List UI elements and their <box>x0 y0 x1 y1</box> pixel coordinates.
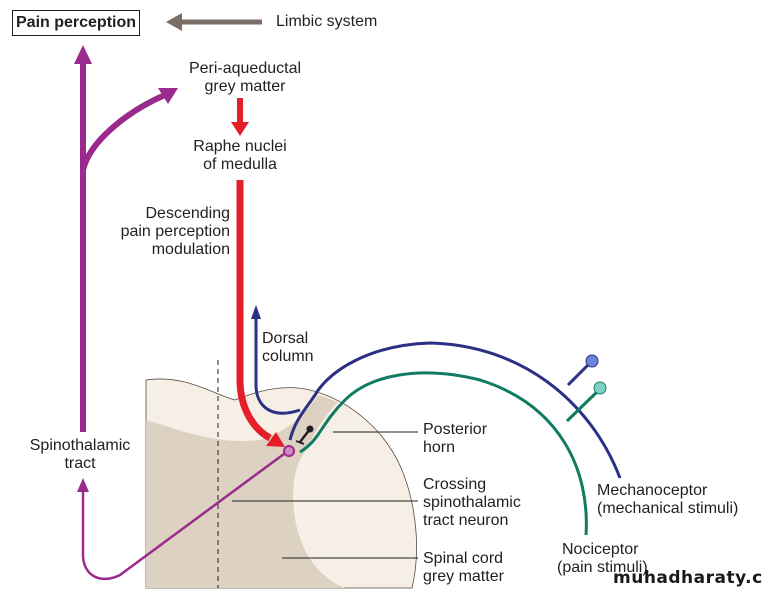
spinothalamic-main-arrowhead <box>74 45 92 64</box>
label-grey-matter-1: Spinal cord <box>423 550 504 567</box>
label-crossing-2: spinothalamic <box>423 494 521 511</box>
nociceptor-fiber <box>299 371 588 536</box>
mechanoceptor-fiber <box>288 341 622 479</box>
label-spinothalamic-1: Spinothalamic <box>29 437 131 454</box>
label-raphe-2: of medulla <box>203 156 277 173</box>
label-spinothalamic-2: tract <box>64 455 96 472</box>
mechanoceptor-ending <box>585 354 599 368</box>
label-mechanoceptor-1: Mechanoceptor <box>597 482 708 499</box>
label-peri-aqueductal-2: grey matter <box>204 78 286 95</box>
mechanoceptor-branch <box>566 360 593 387</box>
nociceptor-branch <box>565 388 601 423</box>
label-descending-2: pain perception <box>120 223 230 240</box>
label-nociceptor-1: Nociceptor <box>562 541 639 558</box>
label-limbic-system: Limbic system <box>276 13 378 30</box>
dorsal-column-arrowhead <box>251 305 261 319</box>
label-grey-matter-2: grey matter <box>423 568 504 585</box>
label-descending-3: modulation <box>151 241 230 258</box>
dorsal-column-fiber <box>254 318 301 415</box>
label-posterior-1: Posterior <box>423 421 488 438</box>
interneuron-terminal <box>295 440 305 445</box>
spinothalamic-lower-arrowhead <box>77 478 89 492</box>
label-raphe-1: Raphe nuclei <box>193 138 287 155</box>
watermark: muhadharaty.com <box>613 568 762 588</box>
nociceptor-ending <box>593 381 607 395</box>
label-crossing-1: Crossing <box>423 476 487 493</box>
label-nociceptor-2: (pain stimuli) <box>557 559 648 576</box>
label-dorsal-2: column <box>262 348 314 365</box>
descending-modulation-path <box>236 180 272 442</box>
spinothalamic-lower-path <box>81 449 289 581</box>
label-crossing-3: tract neuron <box>423 512 509 529</box>
label-descending-1: Descending <box>145 205 231 222</box>
pag-to-raphe-arrowhead <box>231 122 249 136</box>
spinothalamic-branch-arrowhead <box>158 88 178 104</box>
descending-modulation-arrowhead <box>266 432 285 447</box>
spinal-cord-grey-matter <box>146 395 345 588</box>
interneuron-soma <box>306 425 314 433</box>
label-mechanoceptor-2: (mechanical stimuli) <box>597 500 739 517</box>
label-posterior-2: horn <box>423 439 456 456</box>
crossing-neuron-soma <box>283 445 295 457</box>
label-dorsal-1: Dorsal <box>262 330 309 347</box>
spinothalamic-branch-to-pag <box>80 92 167 171</box>
label-peri-aqueductal-1: Peri-aqueductal <box>188 60 302 77</box>
pain-perception-box: Pain perception <box>12 10 141 36</box>
limbic-arrowhead <box>166 13 182 31</box>
